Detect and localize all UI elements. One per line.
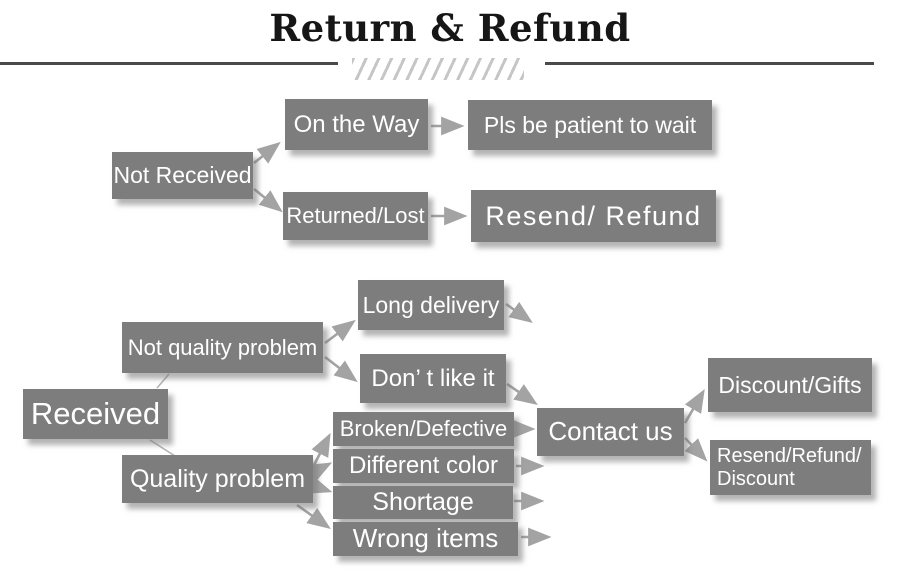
edge-quality-different xyxy=(307,462,333,482)
node-different-color: Different color xyxy=(333,449,514,483)
node-not-received: Not Received xyxy=(112,152,253,199)
node-received: Received xyxy=(23,389,168,439)
node-resend-refund-discount: Resend/Refund/ Discount xyxy=(710,440,871,495)
node-resend-refund-discount-line2: Discount xyxy=(717,467,795,490)
node-long-delivery: Long delivery xyxy=(358,280,504,330)
page-title: Return & Refund xyxy=(269,6,631,50)
title-rule-right xyxy=(545,62,874,65)
node-discount-gifts: Discount/Gifts xyxy=(708,358,872,412)
edge-dontlike-contact xyxy=(506,382,538,405)
node-returned-lost: Returned/Lost xyxy=(283,192,428,240)
edge-notquality-dontlike xyxy=(324,355,358,383)
node-broken-defective: Broken/Defective xyxy=(333,412,514,446)
node-pls-be-patient: Pls be patient to wait xyxy=(468,100,712,150)
edge-quality-shortage xyxy=(307,475,333,494)
edge-quality-broken xyxy=(311,432,331,468)
node-wrong-items: Wrong items xyxy=(333,522,518,556)
node-shortage: Shortage xyxy=(333,486,513,519)
node-resend-refund: Resend/ Refund xyxy=(471,190,716,242)
edge-contact-resenddiscount xyxy=(684,437,708,462)
node-quality-problem: Quality problem xyxy=(122,455,313,503)
edge-received-notquality xyxy=(156,373,170,389)
title-rule-left xyxy=(0,62,338,65)
node-contact-us: Contact us xyxy=(537,408,684,456)
edge-notreceived-returnedlost xyxy=(253,187,283,213)
edge-notquality-longdelivery xyxy=(324,319,356,345)
edge-contact-discountgifts xyxy=(683,388,705,424)
node-resend-refund-discount-line1: Resend/Refund/ xyxy=(717,444,862,467)
hatch-decoration xyxy=(352,58,524,80)
node-dont-like-it: Don’ t like it xyxy=(360,354,506,403)
edge-received-quality xyxy=(149,439,176,457)
node-not-quality-problem: Not quality problem xyxy=(122,322,323,373)
edge-longdelivery-contact xyxy=(505,301,533,324)
node-on-the-way: On the Way xyxy=(285,99,428,150)
edge-notreceived-ontheway xyxy=(253,141,281,165)
edge-quality-wrong xyxy=(296,503,331,530)
